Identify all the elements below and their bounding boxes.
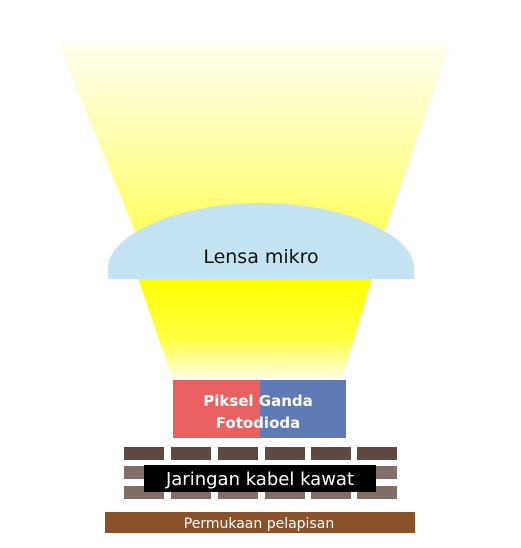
wiring-label-background [144,465,376,492]
wire-block [311,447,351,460]
photodiode-right [260,380,346,438]
wiring-label: Jaringan kabel kawat [165,469,354,490]
wire-block [171,447,211,460]
incoming-light-beam [58,42,450,268]
wire-block [265,447,305,460]
photodiode-left [173,380,260,438]
wire-block [218,447,258,460]
plating-surface-label: Permukaan pelapisan [184,516,334,532]
photodiode-label-line2: Fotodioda [216,414,300,432]
lens-label: Lensa mikro [203,246,318,268]
micro-lens [108,203,414,279]
photodiode-label-line1: Piksel Ganda [203,392,313,410]
wire-block [357,447,397,460]
focused-light-beam [138,278,372,378]
plating-surface [105,512,415,533]
wire-block [124,447,164,460]
